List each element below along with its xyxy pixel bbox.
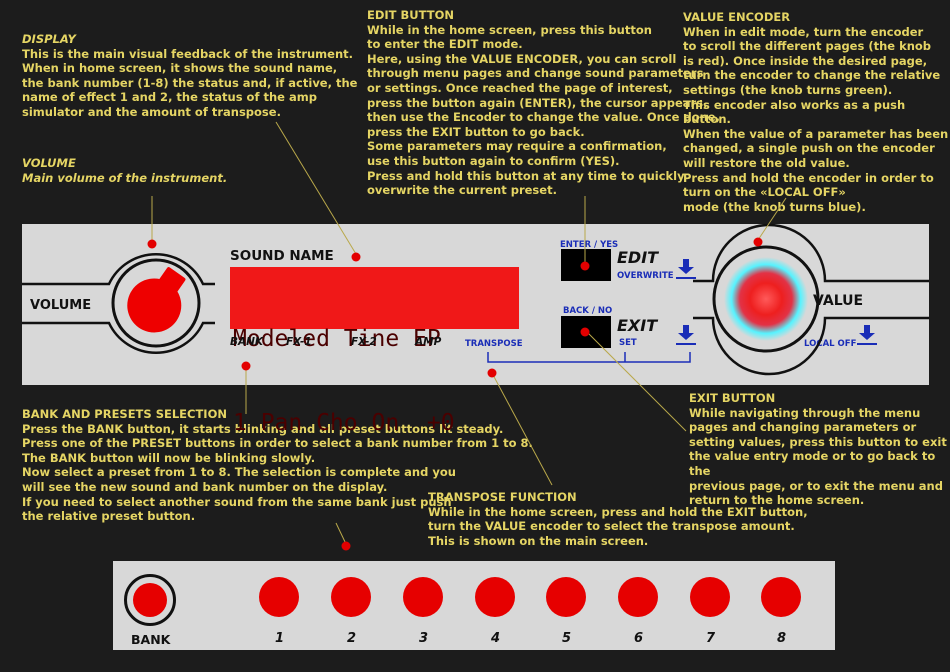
value-encoder-note-heading: VALUE ENCODER: [683, 10, 791, 24]
display-screen: Modeled Tine EP 1 Pan Cho On +0: [230, 267, 519, 436]
value-encoder-note-text: When in edit mode, turn the encoder to s…: [683, 24, 949, 214]
preset-button-3[interactable]: [403, 577, 443, 617]
bank-note: BANK AND PRESETS SELECTION Press the BAN…: [22, 407, 533, 524]
volume-knob-ring[interactable]: [111, 258, 201, 348]
overwrite-arrow-icon: [676, 259, 696, 279]
preset-button-8[interactable]: [761, 577, 801, 617]
status-label-fx1: FX-1: [286, 336, 312, 348]
preset-number-5: 5: [562, 631, 572, 646]
exit-button-note-text: While navigating through the menu pages …: [689, 405, 947, 508]
display-note: DISPLAY This is the main visual feedback…: [22, 32, 357, 120]
preset-button-2[interactable]: [331, 577, 371, 617]
display-note-heading: DISPLAY: [22, 32, 76, 46]
local-off-label: LOCAL OFF: [804, 339, 857, 349]
transpose-note-text: While in the home screen, press and hold…: [428, 504, 808, 548]
overwrite-label: OVERWRITE: [617, 271, 674, 281]
edit-button-note-heading: EDIT BUTTON: [367, 8, 454, 22]
display-note-text: This is the main visual feedback of the …: [22, 46, 358, 119]
preset-number-1: 1: [275, 631, 285, 646]
set-arrow-icon: [676, 325, 696, 345]
set-label: SET: [619, 338, 637, 348]
status-label-amp: AMP: [415, 336, 442, 348]
preset-number-8: 8: [777, 631, 787, 646]
preset-number-6: 6: [634, 631, 644, 646]
transpose-label: TRANSPOSE: [465, 339, 523, 349]
volume-note-text: Main volume of the instrument.: [22, 170, 228, 185]
edit-button-note-text: While in the home screen, press this but…: [367, 22, 720, 198]
transpose-bracket: [487, 352, 691, 363]
preset-button-4[interactable]: [475, 577, 515, 617]
bank-button[interactable]: [133, 583, 167, 617]
value-encoder-housing: [693, 223, 929, 376]
preset-button-5[interactable]: [546, 577, 586, 617]
bank-note-text: Press the BANK button, it starts blinkin…: [22, 421, 533, 524]
preset-button-6[interactable]: [618, 577, 658, 617]
status-label-fx2: FX-2: [351, 336, 377, 348]
value-encoder-note: VALUE ENCODER When in edit mode, turn th…: [683, 10, 950, 214]
bank-note-heading: BANK AND PRESETS SELECTION: [22, 407, 227, 421]
value-label: VALUE: [813, 293, 863, 309]
exit-label: EXIT: [617, 316, 658, 335]
edit-label: EDIT: [617, 248, 659, 267]
back-no-label: BACK / NO: [563, 306, 613, 316]
display-line-1: Modeled Tine EP: [233, 326, 441, 352]
preset-number-2: 2: [347, 631, 357, 646]
local-off-arrow-icon: [857, 325, 877, 345]
volume-label: VOLUME: [30, 298, 91, 313]
preset-number-7: 7: [706, 631, 716, 646]
preset-number-4: 4: [491, 631, 501, 646]
edit-button-note: EDIT BUTTON While in the home screen, pr…: [367, 8, 720, 198]
value-encoder-knob[interactable]: [724, 257, 808, 341]
volume-knob-housing: [22, 253, 215, 354]
volume-note-heading: VOLUME: [22, 156, 76, 170]
volume-knob[interactable]: [117, 257, 200, 343]
transpose-note: TRANSPOSE FUNCTION While in the home scr…: [428, 490, 808, 548]
exit-button-note: EXIT BUTTON While navigating through the…: [689, 391, 950, 508]
exit-button-note-heading: EXIT BUTTON: [689, 391, 776, 405]
enter-yes-label: ENTER / YES: [560, 240, 619, 250]
sound-name-label: SOUND NAME: [230, 248, 334, 264]
preset-button-1[interactable]: [259, 577, 299, 617]
indicator-dots: [147, 237, 763, 551]
volume-note: VOLUME Main volume of the instrument.: [22, 156, 227, 185]
display-line-2: 1 Pan Cho On +0: [233, 410, 455, 436]
preset-button-7[interactable]: [690, 577, 730, 617]
status-label-bank: BANK: [230, 336, 264, 348]
preset-number-3: 3: [419, 631, 429, 646]
transpose-note-heading: TRANSPOSE FUNCTION: [428, 490, 577, 504]
bank-button-label: BANK: [131, 632, 171, 647]
leader-lines: [151, 121, 787, 545]
bank-button-ring[interactable]: [124, 574, 176, 626]
